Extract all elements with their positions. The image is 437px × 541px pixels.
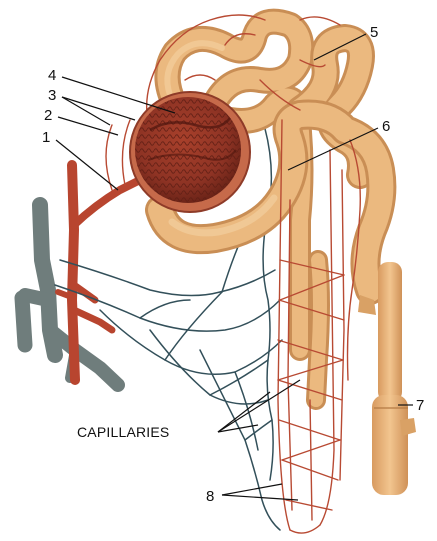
label-2: 2 xyxy=(44,107,52,124)
label-7: 7 xyxy=(416,397,424,414)
label-3: 3 xyxy=(48,87,56,104)
label-8: 8 xyxy=(206,488,214,505)
leader-cap-b xyxy=(218,380,300,432)
label-5: 5 xyxy=(370,24,378,41)
renal-corpuscle xyxy=(130,92,250,212)
label-1: 1 xyxy=(42,129,50,146)
leader-2 xyxy=(58,117,118,135)
leader-8a xyxy=(222,484,282,495)
label-4: 4 xyxy=(48,67,56,84)
label-6: 6 xyxy=(382,118,390,135)
label-capillaries: CAPILLARIES xyxy=(77,424,169,440)
leader-8b xyxy=(222,495,298,500)
leader-3a xyxy=(62,97,135,120)
leader-1 xyxy=(56,140,118,190)
